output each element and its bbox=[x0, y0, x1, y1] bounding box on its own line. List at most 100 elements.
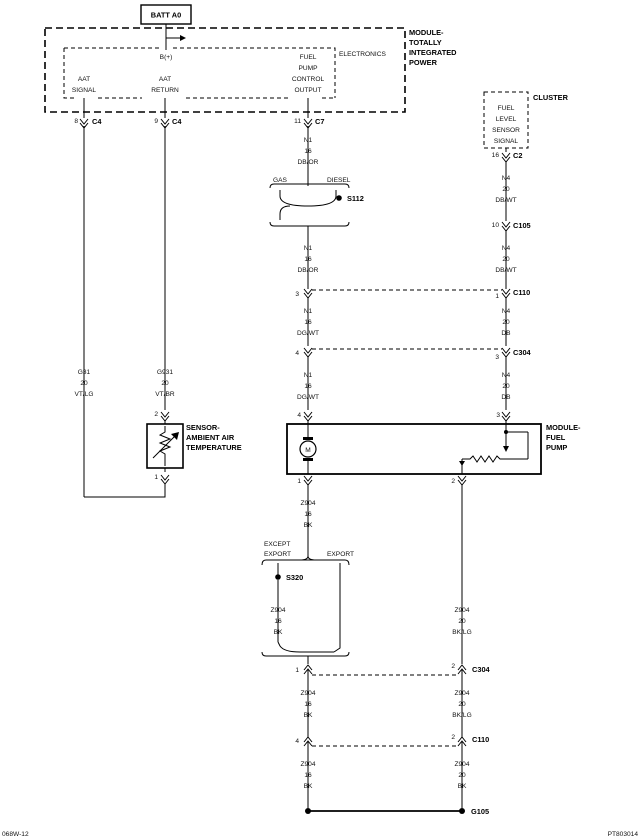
connector-c110-pin1: 1 C110 bbox=[495, 288, 530, 300]
svg-text:16: 16 bbox=[304, 772, 312, 779]
svg-text:G105: G105 bbox=[471, 807, 489, 816]
connector-c304-pin3: 3 C304 bbox=[495, 347, 532, 361]
electronics-label: ELECTRONICS bbox=[339, 51, 386, 58]
svg-text:DB: DB bbox=[501, 330, 511, 337]
svg-text:3: 3 bbox=[295, 291, 299, 298]
svg-text:EXPORT: EXPORT bbox=[264, 551, 291, 558]
svg-text:DB: DB bbox=[501, 394, 511, 401]
svg-text:20: 20 bbox=[80, 380, 88, 387]
svg-text:C304: C304 bbox=[513, 348, 532, 357]
svg-text:16: 16 bbox=[304, 319, 312, 326]
svg-text:1: 1 bbox=[495, 293, 499, 300]
fuel-level-sensor-icon bbox=[459, 424, 529, 474]
svg-text:4: 4 bbox=[297, 412, 301, 419]
svg-text:VT/LG: VT/LG bbox=[74, 391, 93, 398]
svg-text:N4: N4 bbox=[502, 175, 511, 182]
wire-z904-b-label: Z904 16 BK bbox=[270, 607, 285, 636]
svg-text:BK: BK bbox=[304, 712, 313, 719]
svg-text:DB/OR: DB/OR bbox=[298, 159, 319, 166]
aat-return-label: AAT bbox=[159, 76, 171, 83]
wire-n4-a-label: N4 20 DB/WT bbox=[495, 175, 516, 204]
svg-text:DG/WT: DG/WT bbox=[297, 330, 319, 337]
wire-n4-d-label: N4 20 DB bbox=[501, 372, 511, 401]
svg-text:S112: S112 bbox=[347, 194, 364, 203]
svg-text:MODULE-: MODULE- bbox=[546, 423, 581, 432]
svg-text:20: 20 bbox=[502, 186, 510, 193]
svg-text:1: 1 bbox=[154, 474, 158, 481]
svg-text:N1: N1 bbox=[304, 372, 313, 379]
wire-z904-f-label: Z904 20 BK/LG bbox=[452, 607, 471, 636]
svg-text:AMBIENT AIR: AMBIENT AIR bbox=[186, 433, 235, 442]
connector-c7-pin11: 11 C7 bbox=[294, 117, 324, 129]
svg-text:Z904: Z904 bbox=[454, 607, 469, 614]
svg-text:GAS: GAS bbox=[273, 177, 288, 184]
svg-text:C110: C110 bbox=[472, 735, 489, 744]
svg-text:16: 16 bbox=[304, 511, 312, 518]
wire-n4-b-label: N4 20 DB/WT bbox=[495, 245, 516, 274]
svg-text:S320: S320 bbox=[286, 573, 303, 582]
svg-text:20: 20 bbox=[502, 319, 510, 326]
connector-c2-pin16: 16 C2 bbox=[492, 151, 522, 163]
svg-text:C7: C7 bbox=[315, 117, 324, 126]
wire-n1-c-label: N1 16 DG/WT bbox=[297, 308, 319, 337]
wire-z904-g-label: Z904 20 BK/LG bbox=[452, 690, 471, 719]
svg-text:SENSOR: SENSOR bbox=[492, 127, 520, 134]
svg-text:PUMP: PUMP bbox=[546, 443, 567, 452]
svg-text:16: 16 bbox=[274, 618, 282, 625]
svg-text:TOTALLY: TOTALLY bbox=[409, 38, 442, 47]
svg-text:Z904: Z904 bbox=[300, 690, 315, 697]
electronics-box bbox=[63, 47, 336, 99]
svg-text:DB/WT: DB/WT bbox=[495, 267, 516, 274]
svg-text:3: 3 bbox=[496, 412, 500, 419]
svg-text:DG/WT: DG/WT bbox=[297, 394, 319, 401]
svg-text:20: 20 bbox=[458, 618, 466, 625]
svg-text:PUMP: PUMP bbox=[298, 65, 318, 72]
export-option: EXCEPT EXPORT EXPORT S320 bbox=[261, 541, 354, 664]
svg-text:M: M bbox=[305, 447, 311, 454]
svg-text:C304: C304 bbox=[472, 665, 491, 674]
connector-c304-pin4: 4 bbox=[295, 347, 313, 358]
module-fuel-pump-label: MODULE- FUEL PUMP bbox=[546, 423, 581, 452]
svg-text:N1: N1 bbox=[304, 308, 313, 315]
footer-left-code: 068W-12 bbox=[2, 831, 29, 838]
svg-text:8: 8 bbox=[74, 118, 78, 125]
module-fuel-pump-pin4: 4 bbox=[297, 411, 313, 424]
svg-text:EXPORT: EXPORT bbox=[327, 551, 354, 558]
svg-text:DIESEL: DIESEL bbox=[327, 177, 351, 184]
svg-text:1: 1 bbox=[295, 667, 299, 674]
svg-text:N1: N1 bbox=[304, 245, 313, 252]
svg-text:4: 4 bbox=[295, 738, 299, 745]
connector-c304-lower-pin2: 2 C304 bbox=[451, 663, 491, 675]
fuel-pump-motor-icon: M bbox=[299, 424, 317, 474]
svg-text:20: 20 bbox=[458, 701, 466, 708]
svg-text:BK: BK bbox=[274, 629, 283, 636]
connector-c110-lower-pin2: 2 C110 bbox=[451, 734, 489, 747]
b-plus-label: B(+) bbox=[160, 54, 173, 61]
wire-z904-d-label: Z904 16 BK bbox=[300, 761, 315, 790]
svg-text:16: 16 bbox=[304, 148, 312, 155]
svg-text:C4: C4 bbox=[172, 117, 182, 126]
svg-text:2: 2 bbox=[451, 478, 455, 485]
svg-text:2: 2 bbox=[451, 734, 455, 741]
svg-text:Z904: Z904 bbox=[270, 607, 285, 614]
svg-text:C105: C105 bbox=[513, 221, 531, 230]
svg-text:C2: C2 bbox=[513, 151, 522, 160]
wire-n4-c-label: N4 20 DB bbox=[501, 308, 511, 337]
wire-z904-a-label: Z904 16 BK bbox=[300, 500, 315, 529]
wire-z904-h-label: Z904 20 BK bbox=[454, 761, 469, 790]
svg-text:1: 1 bbox=[297, 478, 301, 485]
svg-text:BK: BK bbox=[458, 783, 467, 790]
svg-text:11: 11 bbox=[294, 118, 301, 125]
svg-text:LEVEL: LEVEL bbox=[496, 116, 517, 123]
svg-text:9: 9 bbox=[154, 118, 158, 125]
svg-text:SIGNAL: SIGNAL bbox=[72, 87, 97, 94]
tipm-module-label: MODULE- TOTALLY INTEGRATED POWER bbox=[409, 28, 457, 67]
wire-n1-a-label: N1 16 DB/OR bbox=[298, 137, 319, 166]
svg-text:16: 16 bbox=[304, 701, 312, 708]
svg-text:4: 4 bbox=[295, 350, 299, 357]
svg-text:Z904: Z904 bbox=[300, 500, 315, 507]
svg-text:FUEL: FUEL bbox=[498, 105, 515, 112]
svg-text:C4: C4 bbox=[92, 117, 102, 126]
svg-text:SENSOR-: SENSOR- bbox=[186, 423, 220, 432]
svg-text:N4: N4 bbox=[502, 372, 511, 379]
